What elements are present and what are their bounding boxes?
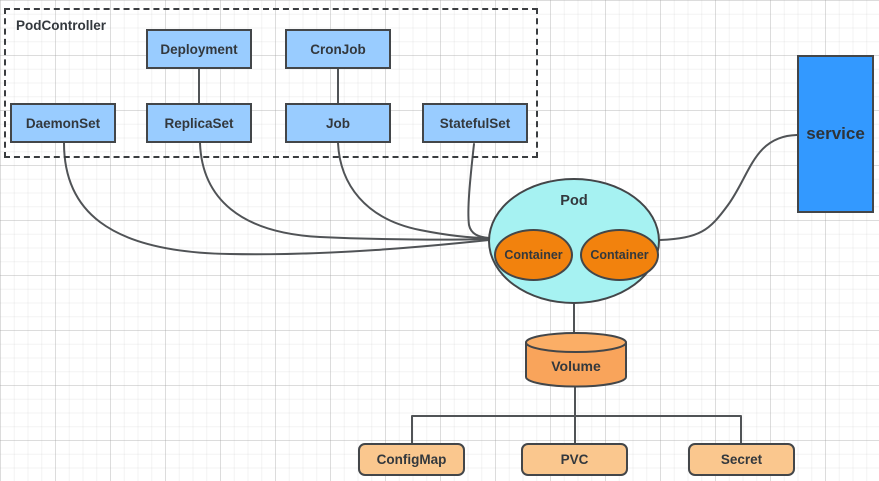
edge-job-pod[interactable] bbox=[337, 142, 490, 239]
node-cronjob[interactable]: CronJob bbox=[285, 29, 391, 69]
volume-label: Volume bbox=[551, 358, 601, 374]
node-volume[interactable]: Volume bbox=[525, 332, 627, 388]
statefulset-label: StatefulSet bbox=[439, 115, 511, 131]
edge-daemonset-pod[interactable] bbox=[63, 142, 490, 256]
volume-cylinder-shape bbox=[525, 332, 627, 388]
node-service[interactable]: service bbox=[797, 55, 874, 213]
node-replicaset[interactable]: ReplicaSet bbox=[146, 103, 252, 143]
replicaset-label: ReplicaSet bbox=[164, 115, 234, 131]
node-pvc[interactable]: PVC bbox=[521, 443, 628, 476]
cronjob-label: CronJob bbox=[310, 41, 366, 57]
edge-statefulset-pod[interactable] bbox=[467, 143, 490, 239]
daemonset-label: DaemonSet bbox=[25, 115, 101, 131]
node-job[interactable]: Job bbox=[285, 103, 391, 143]
deployment-label: Deployment bbox=[160, 41, 238, 57]
podcontroller-label: PodController bbox=[16, 18, 106, 33]
edge-replicaset-pod[interactable] bbox=[199, 142, 490, 241]
job-label: Job bbox=[325, 115, 350, 131]
pvc-label: PVC bbox=[560, 452, 589, 467]
edge-volume-branch[interactable] bbox=[411, 386, 742, 444]
secret-label: Secret bbox=[720, 452, 763, 467]
edge-pod-service[interactable] bbox=[659, 134, 798, 241]
node-deployment[interactable]: Deployment bbox=[146, 29, 252, 69]
pod-label: Pod bbox=[560, 193, 588, 209]
configmap-label: ConfigMap bbox=[376, 452, 447, 467]
node-secret[interactable]: Secret bbox=[688, 443, 795, 476]
node-container-1[interactable]: Container bbox=[494, 229, 573, 281]
service-label: service bbox=[806, 124, 865, 143]
container-2-label: Container bbox=[590, 248, 649, 262]
podcontroller-group[interactable]: PodController bbox=[4, 8, 538, 158]
node-daemonset[interactable]: DaemonSet bbox=[10, 103, 116, 143]
node-configmap[interactable]: ConfigMap bbox=[358, 443, 465, 476]
node-container-2[interactable]: Container bbox=[580, 229, 659, 281]
container-1-label: Container bbox=[504, 248, 563, 262]
node-statefulset[interactable]: StatefulSet bbox=[422, 103, 528, 143]
